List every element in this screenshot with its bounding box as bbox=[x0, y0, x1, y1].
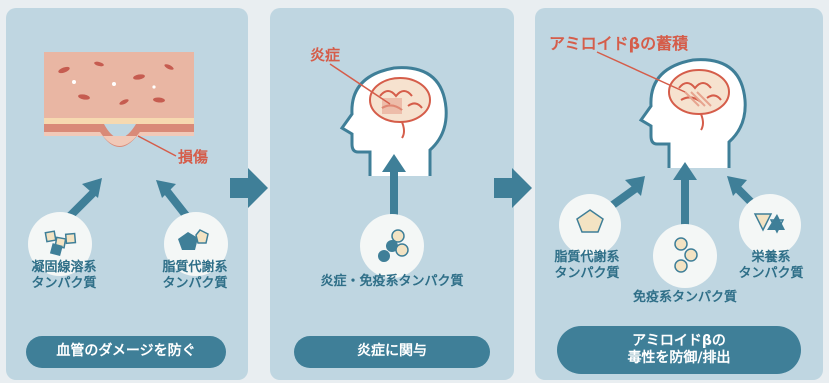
amyloid-pointer-line bbox=[596, 51, 686, 93]
coagulation-protein-label: 凝固線溶系タンパク質 bbox=[31, 260, 97, 292]
panel-vessel-damage: 損傷 凝固線溶系タンパク質 脂質代謝系タンパク質 血管のダメージを防ぐ bbox=[6, 8, 248, 380]
immune-protein-label: 免疫系タンパク質 bbox=[632, 290, 737, 305]
nutrition-protein-label: 栄養系タンパク質 bbox=[738, 250, 804, 282]
flow-arrow-right bbox=[494, 168, 532, 208]
lipid-protein-label: 脂質代謝系タンパク質 bbox=[554, 250, 620, 282]
coagulation-protein-icon bbox=[44, 230, 77, 257]
flow-arrow-right bbox=[230, 168, 268, 208]
up-arrow bbox=[382, 154, 406, 216]
inflammation-pointer-line bbox=[329, 63, 391, 105]
triangle-icon bbox=[753, 213, 785, 234]
caption-amyloid-defense: アミロイドβの毒性を防御/排出 bbox=[557, 326, 801, 374]
pentagon-icon bbox=[178, 229, 209, 250]
immune-protein-icon bbox=[674, 237, 698, 273]
immune-protein-icon bbox=[378, 229, 409, 262]
nutrition-protein-circle bbox=[739, 194, 801, 256]
caption-vessel-protection: 血管のダメージを防ぐ bbox=[26, 336, 226, 368]
caption-inflammation: 炎症に関与 bbox=[294, 336, 490, 368]
blood-vessel-illustration bbox=[44, 52, 194, 147]
damage-pointer-line bbox=[137, 135, 177, 157]
amyloid-label: アミロイドβの蓄積 bbox=[549, 34, 689, 53]
immune-protein-label: 炎症・免疫系タンパク質 bbox=[320, 274, 464, 289]
inflammation-label: 炎症 bbox=[310, 46, 341, 64]
pentagon-icon bbox=[576, 209, 604, 233]
panel-inflammation: 炎症 炎症・免疫系タンパク質 炎症に関与 bbox=[270, 8, 514, 380]
panel-amyloid: アミロイドβの蓄積 脂質代謝系タンパク質 免疫系タンパク質 bbox=[535, 8, 823, 380]
damage-label: 損傷 bbox=[178, 148, 209, 166]
head-brain-amyloid-illustration bbox=[638, 58, 747, 168]
lipid-protein-label: 脂質代謝系タンパク質 bbox=[162, 260, 228, 292]
